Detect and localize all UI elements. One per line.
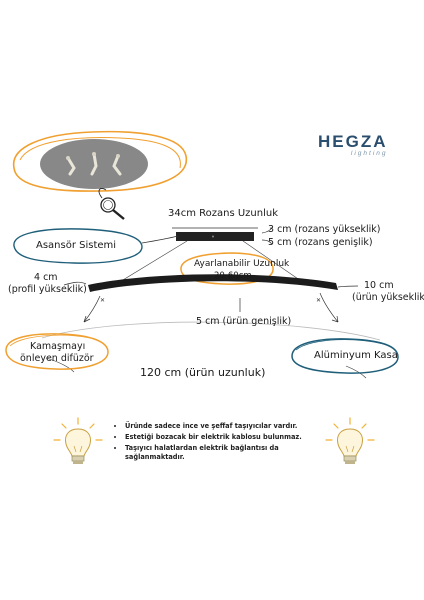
rozans-height-label: 3 cm (rozans yükseklik) <box>268 224 381 235</box>
feature-notes: Üründe sadece ince ve şeffaf taşıyıcılar… <box>115 422 315 464</box>
aluminium-case-oval <box>291 338 399 374</box>
feature-note: Taşıyıcı halatlardan elektrik bağlantısı… <box>125 444 315 463</box>
brand-tagline: lighting <box>350 150 388 157</box>
rozans-width-label: 5 cm (rozans genişlik) <box>268 237 373 248</box>
lamp-profile <box>88 274 338 292</box>
rozans-length-label: 34cm Rozans Uzunluk <box>168 208 279 219</box>
product-length-label: 120 cm (ürün uzunluk) <box>140 366 266 379</box>
magnifier-icon <box>98 188 125 220</box>
elevator-system-label: Asansör Sistemi <box>36 240 117 251</box>
diffuser-oval <box>5 333 109 370</box>
brand-logo: HEGZA lighting <box>318 132 388 157</box>
profile-height-label: (profil yükseklik) <box>8 284 87 295</box>
adjustable-length-oval <box>180 252 274 285</box>
lightbulb-icon <box>325 417 375 464</box>
product-height-value: 10 cm <box>364 280 394 291</box>
product-height-label: (ürün yükseklik) <box>352 292 424 303</box>
brand-name: HEGZA <box>318 132 388 151</box>
diffuser-label-line1: Kamaşmayı <box>30 341 86 352</box>
adjustable-length-label: Ayarlanabilir Uzunluk <box>194 259 290 269</box>
rozans-canopy <box>176 232 254 241</box>
diffuser-label-line2: önleyen difüzör <box>20 353 94 364</box>
ceiling-detail-oval <box>12 130 188 192</box>
svg-text:✕: ✕ <box>100 297 105 304</box>
aluminium-case-label: Alüminyum Kasa <box>314 350 398 361</box>
elevator-system-oval <box>13 228 143 264</box>
product-width-label: 5 cm (ürün genişlik) <box>196 316 292 327</box>
profile-height-value: 4 cm <box>34 272 58 283</box>
adjustable-range-label: 20-60cm <box>214 271 252 281</box>
feature-note: Estetiği bozacak bir elektrik kablosu bu… <box>125 433 315 442</box>
svg-text:✕: ✕ <box>316 297 321 304</box>
feature-note: Üründe sadece ince ve şeffaf taşıyıcılar… <box>125 422 315 431</box>
lightbulb-icon <box>53 417 103 464</box>
